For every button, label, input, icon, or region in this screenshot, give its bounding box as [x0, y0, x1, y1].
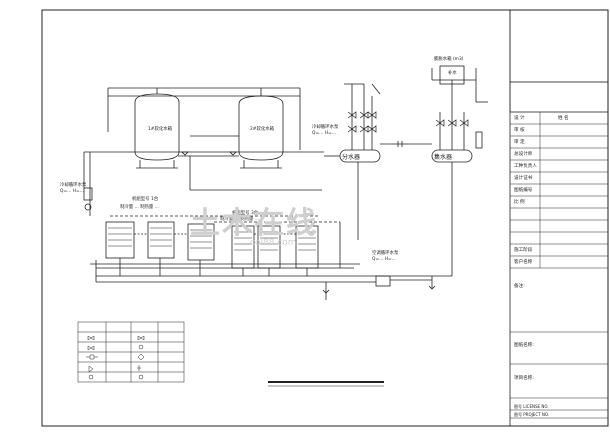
title-row-label-0: 设 计 — [514, 116, 525, 121]
legend-symbols — [86, 335, 145, 380]
title-block-info-box — [509, 81, 609, 113]
tank-1-label: 1#软化水箱 — [148, 125, 173, 132]
distributor-label: 分水器 — [342, 153, 360, 161]
title-block-rows — [510, 111, 608, 419]
diagram-labels: 1#软化水箱 2#软化水箱 膨胀水箱 (m3) 补水 分水器 集水器 冷却循环水… — [60, 55, 464, 262]
title-row-label-9: 客户名称 — [514, 260, 533, 265]
title-row-label-3: 总设计师 — [514, 152, 533, 157]
tank-2-label: 2#软化水箱 — [250, 125, 275, 132]
legend-table — [77, 321, 185, 383]
expansion-tank-label: 膨胀水箱 (m3) — [434, 55, 464, 62]
title-note-3: 项目名称: — [514, 376, 534, 381]
title-bottom-2: 图号 PROJECT NO. — [514, 412, 550, 417]
chiller-group-1-label: 机组型号 1台 — [132, 195, 159, 202]
supply-pump-label: 冷却循环水泵 — [312, 123, 339, 130]
left-pump-label: 冷却循环水泵 — [60, 181, 87, 188]
title-note-2: 图纸名称: — [514, 343, 534, 348]
title-row-label-6: 图纸编号 — [514, 188, 533, 193]
chiller-group-2-label: 机组型号 3台 — [232, 209, 259, 216]
watermark: 土木在线 col88.com — [190, 198, 318, 248]
left-pump-spec: Q=... H=... — [60, 188, 84, 194]
outer-frame — [41, 9, 609, 427]
title-row-label-4: 工种负责人 — [514, 164, 537, 169]
title-note-1: 备注: — [514, 284, 525, 289]
chiller-group-1-spec: 制冷量 ... 制热量 ... — [120, 203, 159, 210]
expansion-tank — [439, 65, 465, 85]
piping-diagram — [83, 65, 488, 300]
title-bottom-1: 图号 LICENSE NO. — [514, 404, 549, 409]
expansion-tank-makeup: 补水 — [448, 69, 457, 76]
watermark-sub: col88.com — [250, 238, 297, 248]
title-row-label-5: 设计证书 — [514, 176, 533, 181]
collector-label: 集水器 — [434, 153, 452, 161]
title-row-value-0: 姓 名 — [558, 116, 569, 121]
title-row-label-8: 施工阶段 — [514, 248, 533, 253]
title-row-label-2: 审 定 — [514, 140, 525, 145]
title-row-label-7: 比 例 — [514, 200, 525, 205]
main-pump-spec: Q=... H=... — [372, 256, 396, 262]
supply-pump-spec: Q=... H=... — [312, 130, 336, 136]
main-pump-label: 空调循环水泵 — [372, 249, 399, 256]
title-row-label-1: 审 核 — [514, 128, 525, 133]
tank-2 — [238, 95, 284, 169]
chiller-group-2-spec: 制冷量 ... 制热量 ... — [220, 215, 259, 222]
watermark-text: 土木在线 — [190, 206, 318, 241]
title-block-logo-box — [509, 9, 609, 83]
